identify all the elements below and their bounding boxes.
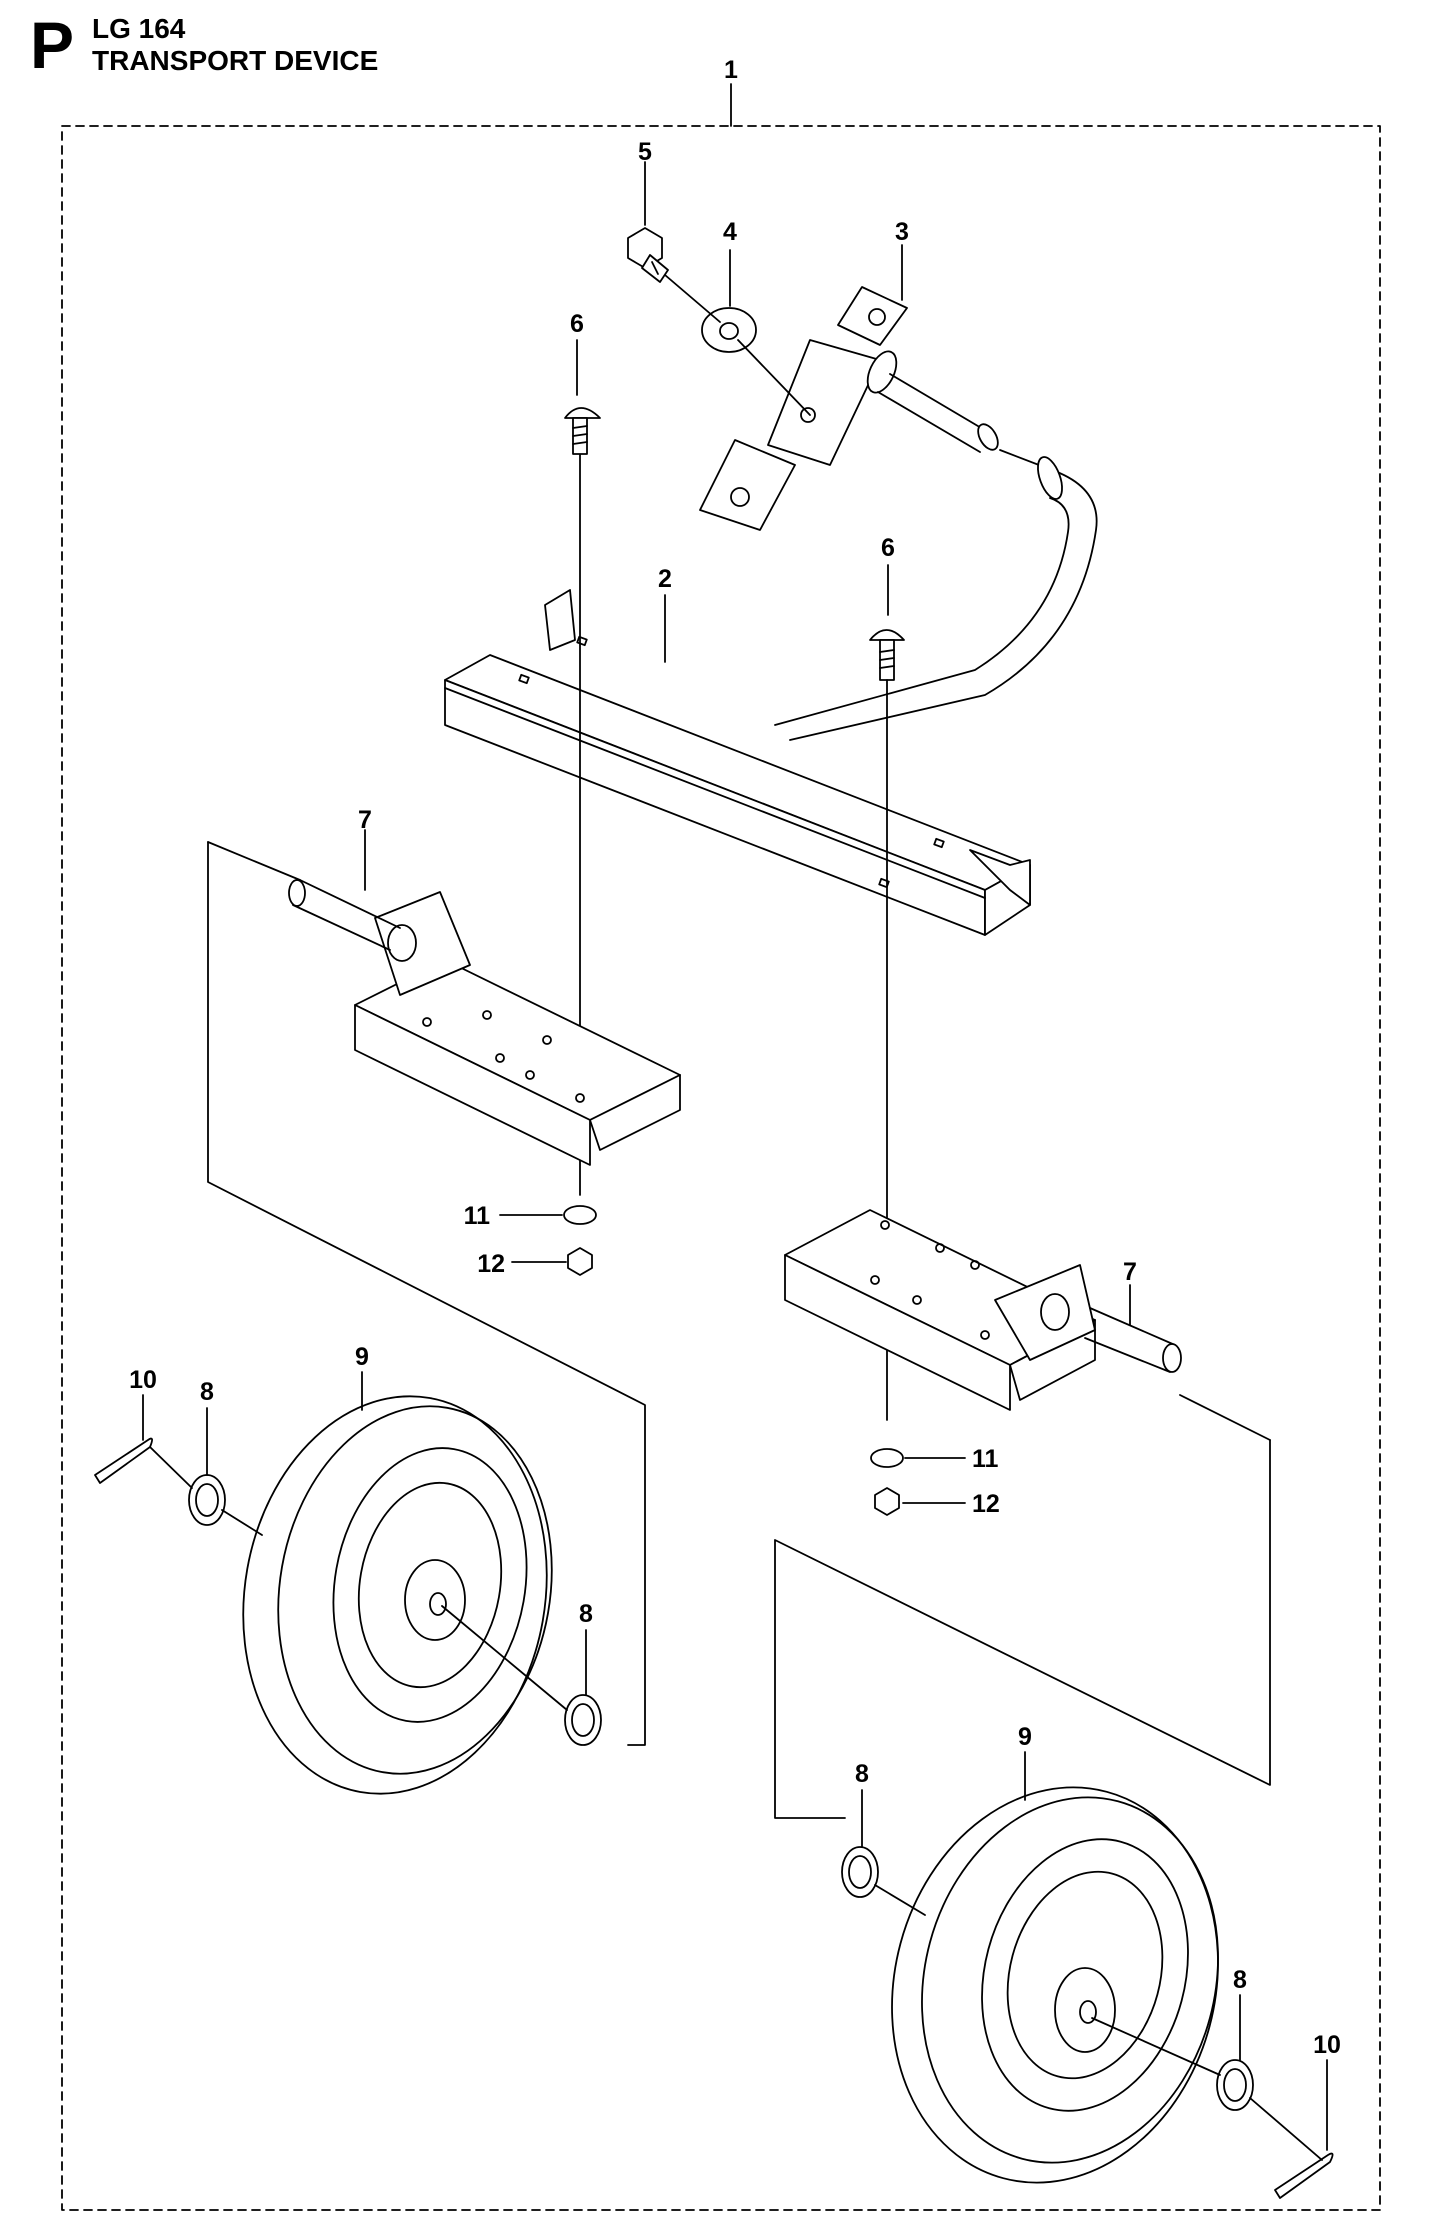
main-channel-frame: [444, 589, 1031, 936]
callout-8-left-outer: 8: [200, 1378, 214, 1406]
callout-7-right: 7: [1123, 1258, 1137, 1286]
callout-9-left: 9: [355, 1343, 369, 1371]
hex-bolt: [627, 227, 669, 283]
callout-11-left: 11: [464, 1202, 491, 1230]
cotter-pin-right: [1274, 2152, 1334, 2199]
callout-10-left: 10: [129, 1366, 157, 1394]
assembly-boundary: [61, 125, 1381, 2211]
washer-right: [870, 1448, 904, 1468]
axle-bracket-right: [784, 1209, 1182, 1411]
spacer-washer-right-outer: [841, 1846, 879, 1898]
page-header: P LG 164 TRANSPORT DEVICE: [0, 0, 1445, 100]
callout-10-right: 10: [1313, 2031, 1341, 2059]
spacer-washer-left-outer: [188, 1474, 226, 1526]
callout-12-left: 12: [477, 1250, 505, 1278]
callout-11-right: 11: [972, 1445, 999, 1473]
section-letter: P: [30, 8, 75, 82]
callout-1: 1: [724, 56, 738, 84]
washer-left: [563, 1205, 597, 1225]
cotter-pin-left: [94, 1437, 153, 1484]
spacer-washer-right-inner: [1216, 2059, 1254, 2111]
callout-12-right: 12: [972, 1490, 1000, 1518]
nut-left: [567, 1247, 593, 1276]
leader-4-3: [737, 339, 811, 416]
wheel-right: [891, 1786, 1219, 2184]
callout-5: 5: [638, 138, 652, 166]
leader-5-4: [664, 274, 721, 323]
callout-8-left-inner: 8: [579, 1600, 593, 1628]
carriage-bolt-right: [869, 629, 905, 681]
callout-3: 3: [895, 218, 909, 246]
wheel-left: [242, 1395, 553, 1795]
callout-6-right: 6: [881, 534, 895, 562]
callout-8-right-outer: 8: [855, 1760, 869, 1788]
callout-9-right: 9: [1018, 1723, 1032, 1751]
axle-bracket-left: [288, 879, 681, 1166]
bracket-outline-right: [774, 1439, 1271, 1819]
callout-7-left: 7: [358, 806, 372, 834]
spacer-washer-left-inner: [564, 1694, 602, 1746]
callout-4: 4: [723, 218, 737, 246]
callout-8-right-inner: 8: [1233, 1966, 1247, 1994]
handle-bracket: [699, 286, 1098, 741]
carriage-bolt-left: [564, 407, 601, 455]
model-name: LG 164: [92, 13, 186, 44]
callout-2: 2: [658, 565, 672, 593]
nut-right: [874, 1487, 900, 1516]
page-title: TRANSPORT DEVICE: [92, 45, 379, 76]
bracket-outline-left: [207, 841, 646, 1746]
callout-6-left: 6: [570, 310, 584, 338]
